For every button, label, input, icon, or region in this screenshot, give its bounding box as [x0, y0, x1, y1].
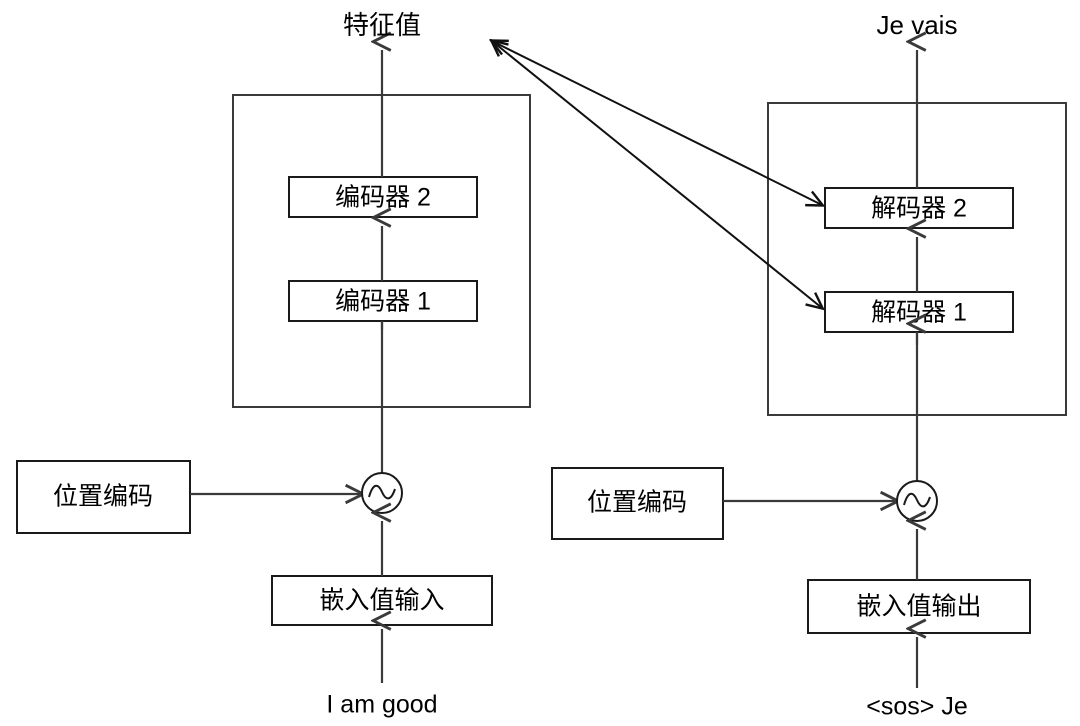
decoder-output-label: Je vais — [877, 10, 958, 40]
decoder-input-text: <sos> Je — [866, 693, 967, 721]
encoder-positional-encoding-label: 位置编码 — [53, 483, 153, 511]
decoder-block-2-label: 解码器 2 — [871, 195, 967, 223]
decoder-positional-encoding-label: 位置编码 — [587, 489, 687, 517]
decoder-block-1-label: 解码器 1 — [871, 299, 967, 327]
encoder-block-2-label: 编码器 2 — [335, 184, 431, 212]
encoder-embedding-label: 嵌入值输入 — [319, 587, 444, 615]
encoder-positional-encoding-box[interactable] — [16, 460, 191, 534]
cross-attention-arrow-to-decoder-1 — [492, 41, 822, 308]
encoder-block-1[interactable] — [288, 280, 478, 322]
sine-wave-icon — [903, 492, 931, 508]
decoder-embedding-label: 嵌入值输出 — [856, 593, 981, 621]
encoder-block-1-label: 编码器 1 — [335, 288, 431, 316]
encoder-input-text: I am good — [326, 691, 437, 719]
cross-attention-arrow-to-decoder-2 — [492, 41, 822, 205]
decoder-positional-encoding-box[interactable] — [551, 467, 724, 540]
encoder-output-label: 特征值 — [343, 10, 421, 40]
sine-wave-icon — [368, 484, 396, 500]
